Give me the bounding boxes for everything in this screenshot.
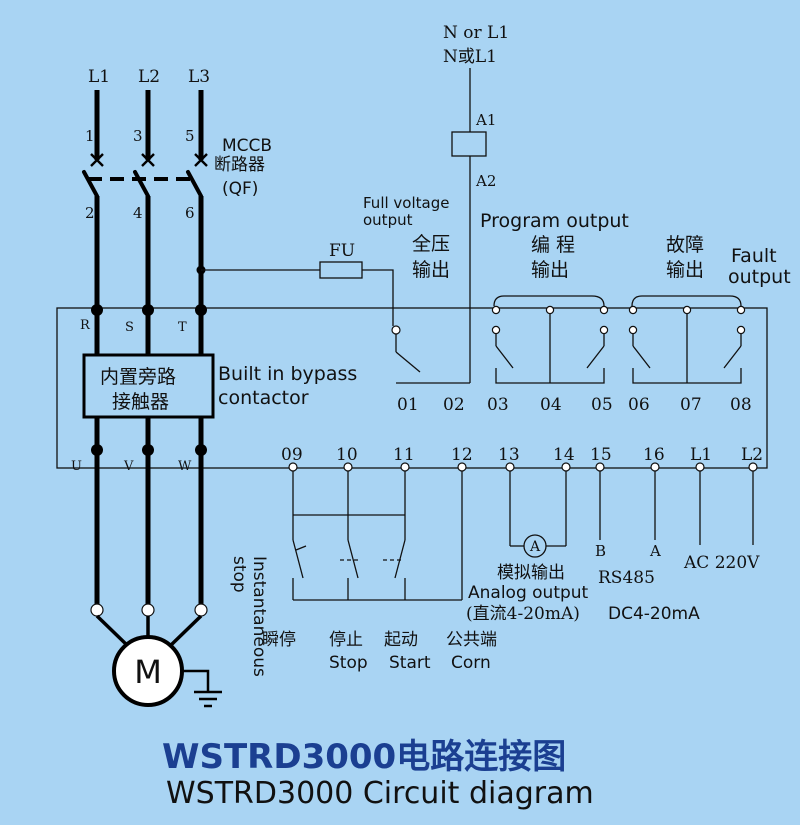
bottom-terminal-rings (288, 462, 758, 472)
svg-text:06: 06 (628, 395, 650, 415)
svg-text:16: 16 (643, 445, 665, 465)
bottom-terminal-numbers: 09 10 11 12 13 14 15 16 L1 L2 (281, 445, 763, 465)
svg-text:10: 10 (336, 445, 358, 465)
coil-label-a1: A1 (475, 111, 496, 129)
svg-text:14: 14 (553, 445, 575, 465)
svg-text:05: 05 (591, 395, 613, 415)
svg-text:03: 03 (487, 395, 509, 415)
supply-buses (94, 90, 204, 160)
title-en: WSTRD3000 Circuit diagram (166, 776, 594, 811)
svg-text:15: 15 (590, 445, 612, 465)
bypass-coil (451, 131, 487, 157)
analog-label-cn: 模拟输出 (497, 563, 565, 583)
bypass-label-en-2: contactor (218, 387, 309, 409)
fault-output-label-en-2: output (728, 266, 791, 288)
motor-label: M (134, 653, 162, 691)
start-label-en: Start (389, 653, 431, 673)
common-label-cn: 公共端 (446, 630, 497, 650)
svg-text:L1: L1 (690, 445, 712, 465)
program-output-label-cn-1: 编 程 (531, 234, 575, 256)
output-label-w: W (178, 459, 192, 474)
svg-text:11: 11 (393, 445, 415, 465)
breaker-terminal-1: 1 (85, 127, 95, 145)
fuse-label: FU (329, 241, 355, 261)
breaker-name-cn: 断路器 (214, 155, 265, 175)
stop-label-en: Stop (329, 653, 368, 673)
common-label-en: Corn (451, 653, 491, 673)
program-output-label-cn-2: 输出 (531, 259, 569, 281)
output-label-u: U (71, 459, 82, 474)
svg-text:08: 08 (730, 395, 752, 415)
stop-label-cn: 停止 (329, 630, 363, 650)
phase-label-l1: L1 (88, 67, 110, 87)
full-voltage-label-cn-1: 全压 (412, 233, 450, 255)
svg-text:09: 09 (281, 445, 303, 465)
breaker-terminal-6: 6 (185, 204, 195, 222)
relay-program-output (491, 295, 609, 384)
ammeter-icon (523, 534, 547, 558)
output-label-v: V (123, 459, 134, 474)
breaker-blades (82, 170, 203, 198)
analog-label-en: Analog output (468, 583, 589, 603)
analog-range-cn: (直流4-20mA) (466, 604, 580, 624)
breaker-terminal-4: 4 (133, 204, 143, 222)
fuse (319, 261, 363, 279)
breaker-terminal-3: 3 (133, 127, 143, 145)
full-voltage-label-en-1: Full voltage (363, 194, 449, 212)
program-output-label-en: Program output (480, 210, 629, 232)
title-cn: WSTRD3000电路连接图 (162, 737, 566, 777)
phase-label-l2: L2 (138, 67, 160, 87)
bypass-input-buses (94, 310, 204, 356)
svg-text:L2: L2 (741, 445, 763, 465)
svg-text:01: 01 (397, 395, 419, 415)
svg-text:04: 04 (540, 395, 562, 415)
bypass-label-cn-1: 内置旁路 (100, 366, 176, 388)
full-voltage-label-en-2: output (363, 211, 413, 229)
starter-enclosure (56, 307, 768, 469)
svg-text:02: 02 (443, 395, 465, 415)
bypass-label-en-1: Built in bypass (218, 363, 357, 385)
neutral-label-cn: N或L1 (443, 47, 497, 67)
relay-full-voltage (391, 325, 470, 384)
relay-fault-output (628, 295, 746, 384)
start-label-cn: 起动 (384, 630, 418, 650)
fault-output-label-en-1: Fault (731, 245, 777, 267)
top-terminal-numbers: 01 02 03 04 05 06 07 08 (397, 395, 752, 415)
rs485-label-b: B (595, 542, 606, 560)
instant-stop-label-en-2: stop (229, 556, 249, 593)
full-voltage-label-cn-2: 输出 (412, 259, 450, 281)
instant-stop-label-en: Instantaneous (249, 556, 269, 677)
svg-text:12: 12 (451, 445, 473, 465)
input-label-s: S (125, 320, 134, 335)
breaker-cross-marks (90, 153, 208, 167)
fault-output-label-cn-1: 故障 (666, 234, 704, 256)
input-label-t: T (178, 320, 187, 335)
rs485-label-a: A (649, 542, 661, 560)
neutral-label-en: N or L1 (443, 23, 509, 43)
fault-output-label-cn-2: 输出 (666, 259, 704, 281)
coil-label-a2: A2 (475, 172, 496, 190)
analog-range-en: DC4-20mA (608, 604, 700, 624)
svg-text:07: 07 (680, 395, 702, 415)
fuse-to-relay-wire (362, 269, 394, 326)
breaker-terminal-2: 2 (85, 204, 95, 222)
breaker-output-buses (94, 196, 204, 310)
bypass-label-cn-2: 接触器 (112, 391, 169, 413)
motor-terminals (90, 603, 208, 617)
output-nodes (91, 444, 207, 456)
breaker-terminal-5: 5 (185, 127, 195, 145)
ammeter-label: A (529, 539, 541, 555)
instant-stop-label-cn: 瞬停 (262, 630, 296, 650)
rs485-label: RS485 (598, 568, 655, 588)
control-switches (292, 471, 463, 601)
phase-label-l3: L3 (188, 67, 210, 87)
breaker-tag: (QF) (222, 179, 258, 199)
svg-text:13: 13 (498, 445, 520, 465)
power-label: AC 220V (683, 553, 760, 573)
ground-icon (182, 669, 222, 708)
analog-output-circuit (509, 471, 567, 547)
input-label-r: R (80, 318, 91, 333)
breaker-name: MCCB (222, 136, 272, 156)
